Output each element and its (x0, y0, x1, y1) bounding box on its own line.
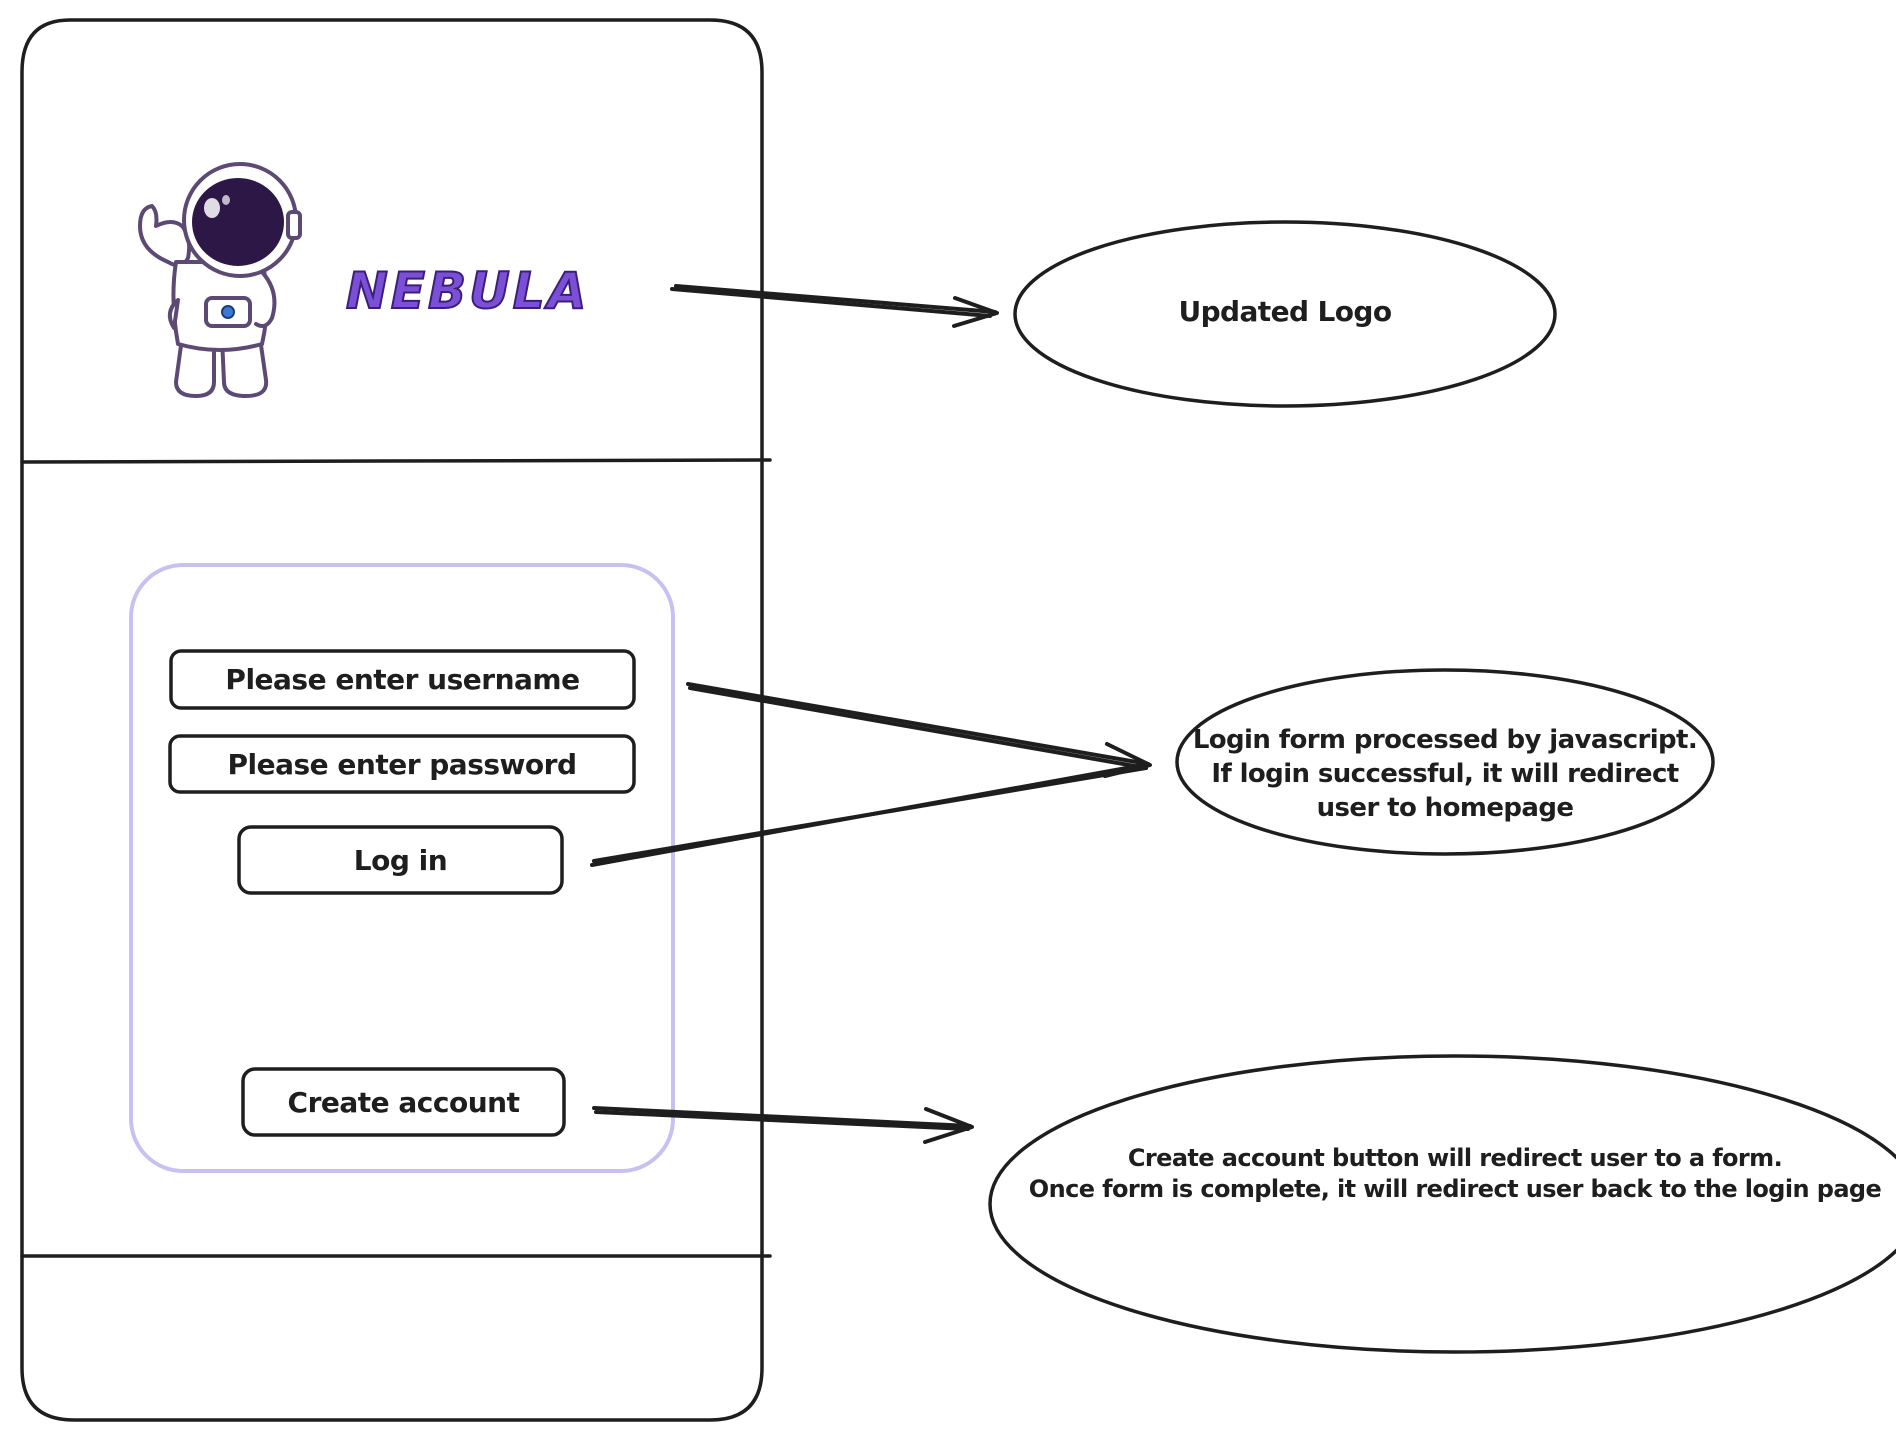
phone-frame (20, 18, 764, 1422)
note-create-account-text: Create account button will redirect user… (1005, 1143, 1896, 1205)
arrow-create-account-note (592, 1106, 974, 1144)
note-create-account-line-1: Create account button will redirect user… (1127, 1144, 1783, 1172)
create-account-button[interactable]: Create account (287, 1085, 520, 1119)
header-divider (20, 458, 772, 464)
arrow-login-note (590, 682, 1152, 867)
login-button-outline (237, 825, 564, 895)
note-login-text: Login form processed by javascript. If l… (1185, 724, 1705, 825)
create-account-button-outline (241, 1067, 566, 1137)
arrow-logo-note (670, 284, 999, 328)
username-input[interactable]: Please enter username (225, 663, 580, 696)
note-bubble-login (1175, 668, 1715, 856)
note-logo-line: Updated Logo (1178, 295, 1392, 328)
brand-logo-text: NEBULA (345, 261, 590, 321)
note-create-account-line-2: Once form is complete, it will redirect … (1028, 1175, 1882, 1204)
password-input[interactable]: Please enter password (227, 747, 578, 781)
astronaut-icon (138, 162, 302, 398)
note-login-line-1: Login form processed by javascript. (1192, 725, 1698, 755)
note-logo-text: Updated Logo (1095, 294, 1475, 330)
note-bubble-create-account (988, 1054, 1896, 1354)
note-bubble-logo (1013, 220, 1557, 408)
login-button[interactable]: Log in (353, 843, 448, 877)
note-login-line-3: user to homepage (1316, 792, 1574, 823)
note-login-line-2: If login successful, it will redirect (1211, 758, 1679, 789)
username-input-outline (169, 649, 636, 710)
login-panel (129, 563, 675, 1173)
password-input-outline (168, 734, 636, 794)
